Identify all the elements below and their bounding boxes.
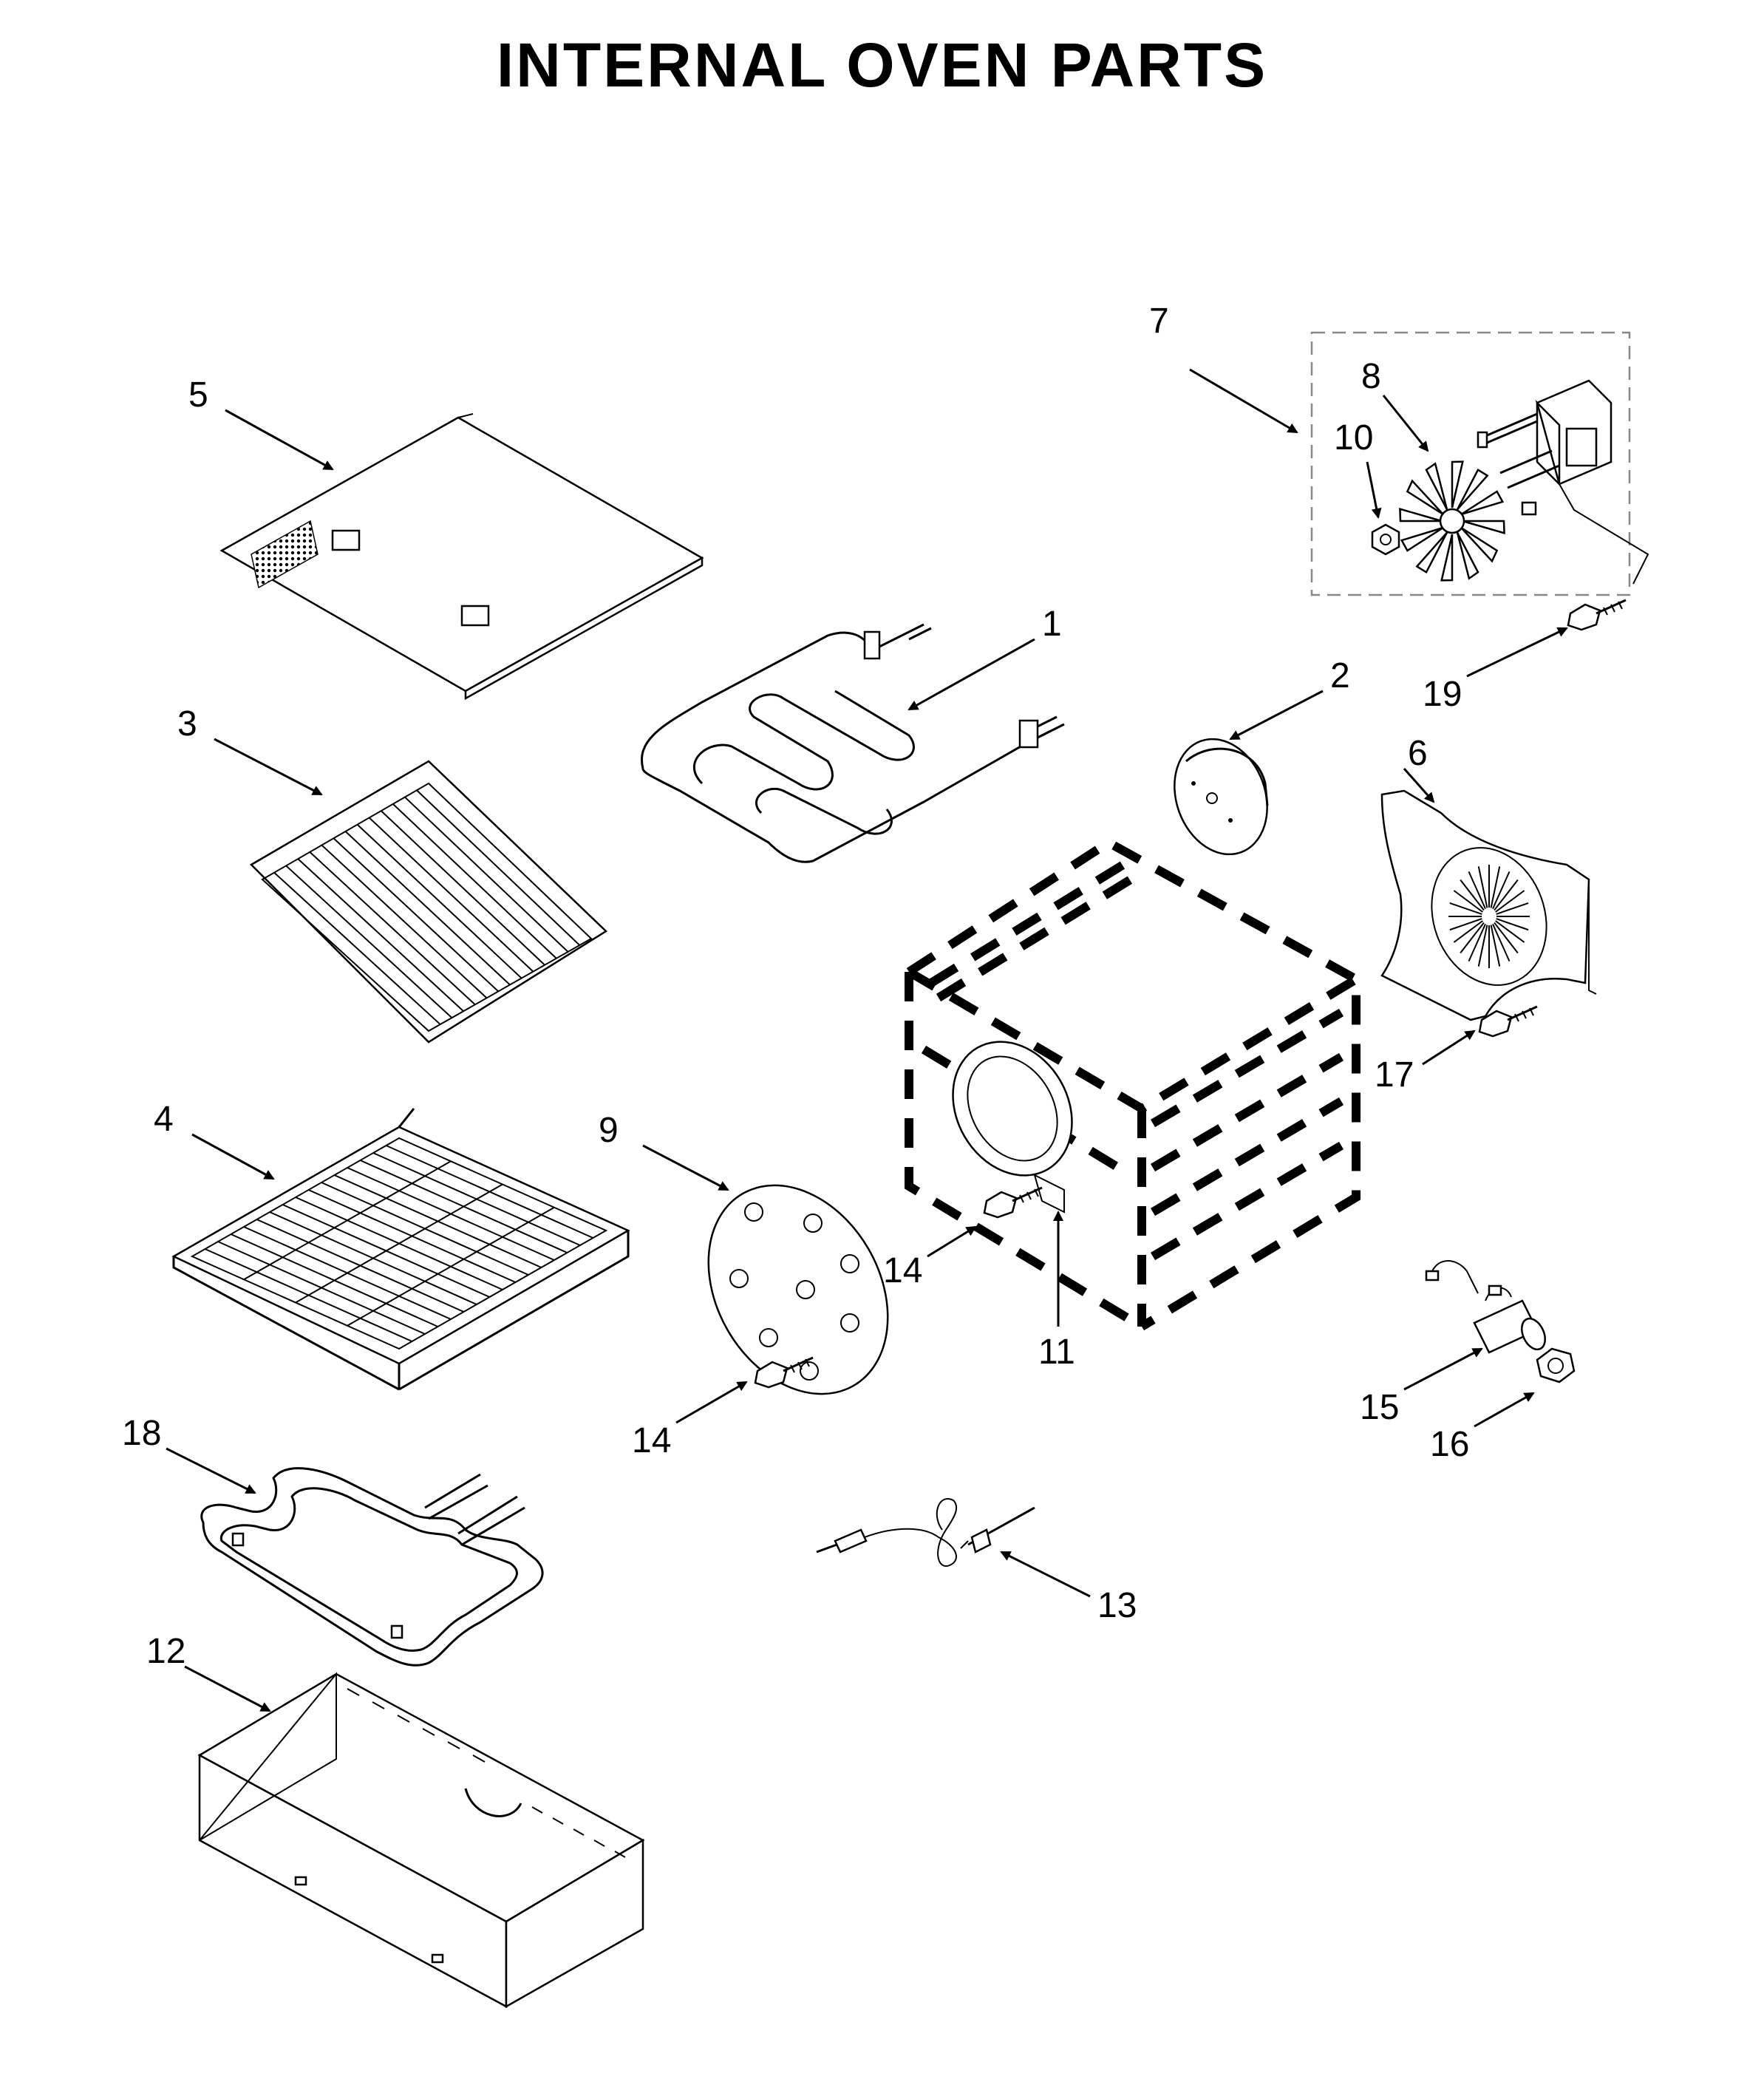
part-19-screw <box>1567 599 1627 631</box>
part-8-fan-blade <box>1399 460 1505 582</box>
leader-1 <box>907 638 1035 711</box>
callout-14-upper: 14 <box>883 1251 922 1290</box>
leader-6 <box>1403 768 1435 803</box>
leader-10 <box>1366 461 1382 519</box>
part-13-meat-probe <box>816 1498 1035 1567</box>
part-17-screw <box>1478 1005 1538 1038</box>
callout-11: 11 <box>1038 1333 1075 1372</box>
leader-5 <box>225 409 334 471</box>
leader-15 <box>1403 1347 1483 1391</box>
callout-4: 4 <box>154 1100 174 1139</box>
leader-9 <box>642 1144 729 1191</box>
leader-14-upper <box>927 1225 977 1258</box>
part-5-top-panel <box>219 413 704 701</box>
part-4-roller-rack <box>171 1108 630 1391</box>
part-14-screw-upper <box>983 1186 1043 1219</box>
part-15-light-socket <box>1425 1260 1546 1354</box>
part-16-light-lens <box>1536 1347 1576 1384</box>
callout-1: 1 <box>1042 605 1062 644</box>
leader-14-lower <box>675 1381 748 1424</box>
part-14-screw-lower <box>754 1356 814 1389</box>
leader-12 <box>184 1665 271 1712</box>
oven-cavity-outline <box>905 837 1361 1331</box>
leader-18 <box>166 1447 256 1494</box>
leader-2 <box>1229 690 1324 741</box>
leader-7 <box>1189 368 1298 434</box>
callout-14-lower: 14 <box>632 1421 671 1460</box>
part-1-broil-element <box>641 623 1065 863</box>
callout-19: 19 <box>1423 675 1462 714</box>
callout-8: 8 <box>1361 357 1381 396</box>
page-title: INTERNAL OVEN PARTS <box>496 30 1268 100</box>
callout-3: 3 <box>177 704 197 743</box>
part-3-oven-rack <box>249 760 608 1044</box>
callout-9: 9 <box>599 1111 619 1150</box>
callout-12: 12 <box>146 1632 185 1671</box>
part-9-rear-plate <box>707 1184 889 1395</box>
callout-13: 13 <box>1097 1586 1137 1625</box>
part-10-nut <box>1371 523 1400 556</box>
part-7-convection-motor <box>1477 379 1649 585</box>
leader-16 <box>1474 1392 1535 1428</box>
callout-2: 2 <box>1330 656 1350 695</box>
callout-7: 7 <box>1149 302 1169 341</box>
part-18-bake-element <box>200 1467 544 1667</box>
leader-13 <box>1000 1551 1091 1598</box>
leader-19 <box>1466 627 1568 678</box>
part-2-fan-cover <box>1174 738 1269 856</box>
callout-17: 17 <box>1375 1055 1414 1095</box>
leader-8 <box>1382 395 1429 452</box>
part-12-bottom-tray <box>197 1672 645 2009</box>
leader-3 <box>214 738 323 796</box>
callout-16: 16 <box>1430 1425 1469 1464</box>
callout-18: 18 <box>122 1414 161 1453</box>
leader-4 <box>191 1133 275 1180</box>
callout-6: 6 <box>1408 734 1428 773</box>
leader-17 <box>1422 1030 1476 1066</box>
callout-10: 10 <box>1334 418 1373 457</box>
callout-15: 15 <box>1360 1388 1399 1427</box>
part-6-fan-shroud <box>1380 789 1597 1021</box>
callout-5: 5 <box>188 375 208 415</box>
part-11-cavity-bracket <box>952 1041 1073 1214</box>
